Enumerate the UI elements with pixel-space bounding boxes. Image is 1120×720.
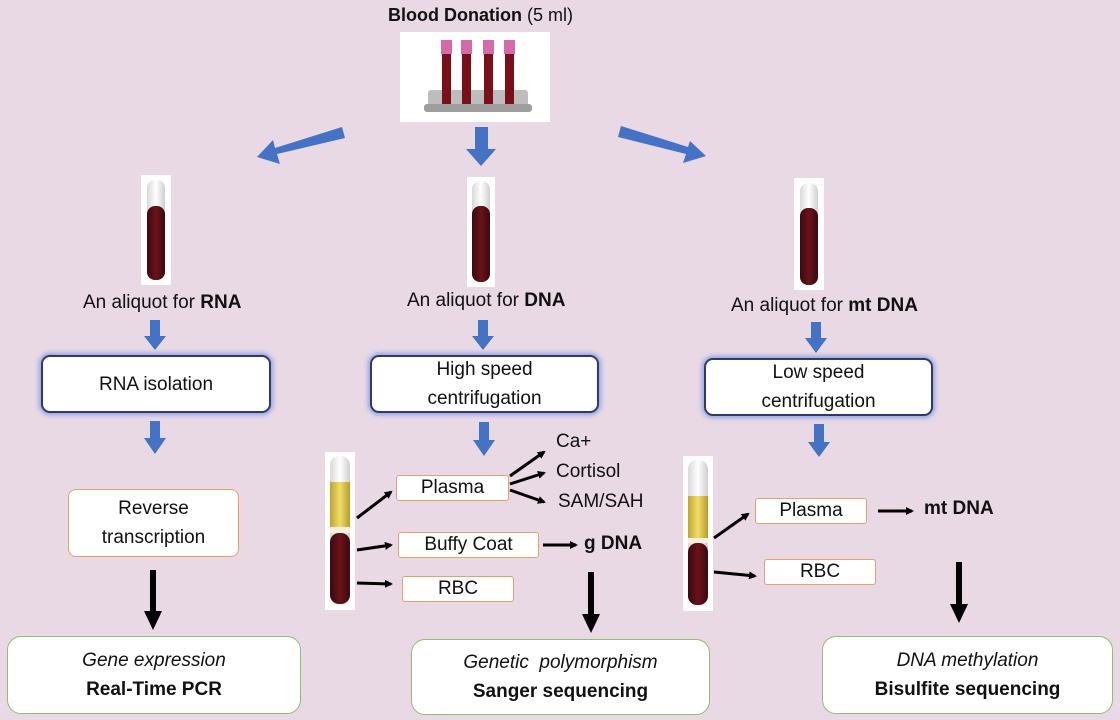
output-ca: Ca+ <box>556 431 592 452</box>
black-arrows <box>356 450 914 588</box>
output-sam-sah: SAM/SAH <box>558 491 644 512</box>
low-speed-centrifugation-box: Low speed centrifugation <box>704 358 933 416</box>
outcome-dna-methylation: DNA methylation Bisulfite sequencing <box>822 636 1113 714</box>
outcome-right-title: DNA methylation <box>896 650 1039 671</box>
outcome-middle-method: Sanger sequencing <box>472 681 649 702</box>
low-speed-line1: Low speed <box>772 362 865 383</box>
high-speed-line1: High speed <box>436 359 533 380</box>
blue-arrows <box>144 126 830 457</box>
rbc-label-middle: RBC <box>437 578 479 599</box>
buffy-coat-label: Buffy Coat <box>424 534 513 555</box>
outcome-middle-title: Genetic polymorphism <box>463 652 658 673</box>
reverse-transcription-box: Reverse transcription <box>68 489 239 557</box>
outcome-genetic-polymorphism: Genetic polymorphism Sanger sequencing <box>411 639 710 715</box>
plasma-box-middle: Plasma <box>396 475 509 501</box>
reverse-transcription-line2: transcription <box>101 527 206 548</box>
low-speed-line2: centrifugation <box>761 391 876 412</box>
rna-isolation-label: RNA isolation <box>98 373 214 395</box>
rbc-box-right: RBC <box>764 559 876 585</box>
aliquot-mtdna-label: An aliquot for mt DNA <box>731 295 918 316</box>
high-speed-centrifugation-box: High speed centrifugation <box>370 355 599 413</box>
high-speed-line2: centrifugation <box>427 388 542 409</box>
centrifuged-tube-images <box>325 452 713 611</box>
outcome-gene-expression: Gene expression Real-Time PCR <box>7 636 301 714</box>
output-mt-dna: mt DNA <box>924 498 994 519</box>
output-g-dna: g DNA <box>584 533 643 554</box>
aliquot-dna-label: An aliquot for DNA <box>407 290 566 311</box>
outcome-left-title: Gene expression <box>82 650 226 671</box>
plasma-box-right: Plasma <box>755 498 867 524</box>
rbc-box-middle: RBC <box>402 576 514 602</box>
aliquot-rna-label: An aliquot for RNA <box>83 292 242 313</box>
thick-arrowheads <box>144 604 968 633</box>
reverse-transcription-line1: Reverse <box>118 498 189 519</box>
buffy-coat-box: Buffy Coat <box>398 532 539 558</box>
outcome-left-method: Real-Time PCR <box>86 679 222 700</box>
rbc-label-right: RBC <box>799 561 841 582</box>
blood-tube-rack-image <box>400 32 550 122</box>
rna-isolation-box: RNA isolation <box>41 355 271 413</box>
blood-donation-title: Blood Donation (5 ml) <box>388 5 573 25</box>
outcome-right-method: Bisulfite sequencing <box>874 679 1061 700</box>
tube-icons <box>141 175 824 290</box>
output-cortisol: Cortisol <box>556 461 621 482</box>
plasma-label-right: Plasma <box>779 500 843 521</box>
thick-down-arrows <box>150 562 962 616</box>
plasma-label-middle: Plasma <box>420 477 485 498</box>
